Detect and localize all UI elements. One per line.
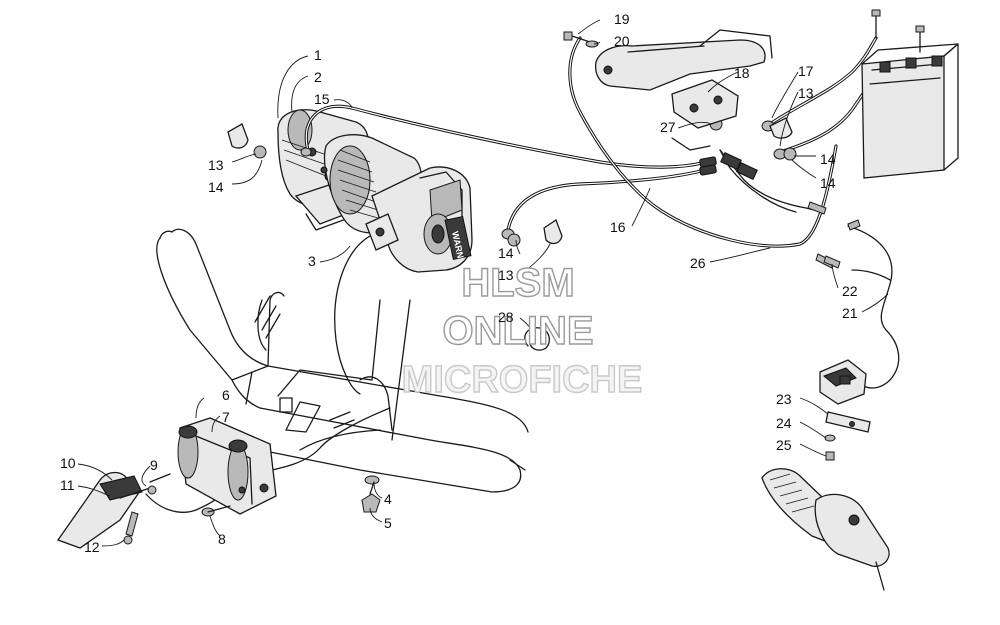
- connector-22: [823, 255, 841, 269]
- callout-11: 11: [60, 477, 75, 493]
- callout-8: 8: [218, 531, 226, 547]
- watermark-line-2: ONLINE: [442, 309, 593, 353]
- callout-24: 24: [776, 415, 792, 431]
- callout-15: 15: [314, 91, 330, 107]
- bolt-8: [201, 505, 231, 517]
- callout-13-mid: 13: [498, 267, 514, 283]
- bolt-20: [563, 31, 591, 43]
- callout-2: 2: [314, 69, 322, 85]
- control-bracket: [177, 417, 277, 515]
- callout-4: 4: [384, 491, 392, 507]
- callout-13-right: 13: [798, 85, 814, 101]
- callout-14-solenoid: 27: [660, 119, 676, 135]
- callout-13-left: 13: [208, 157, 224, 173]
- remote-handle: [56, 471, 171, 549]
- callout-14-mid: 14: [498, 245, 514, 261]
- callout-3: 3: [308, 253, 316, 269]
- watermark-line-3: MICROFICHE: [402, 359, 643, 401]
- callout-1: 1: [314, 47, 322, 63]
- callout-20: 19: [614, 11, 630, 27]
- callout-26: 26: [690, 255, 706, 271]
- callout-22: 22: [842, 283, 858, 299]
- callout-9: 9: [150, 457, 158, 473]
- callout-12: 12: [84, 539, 100, 555]
- bolt-4-5: [361, 475, 381, 513]
- callout-14-left: 14: [208, 179, 224, 195]
- handlebar-switch: [819, 359, 871, 461]
- callout-10: 10: [60, 455, 76, 471]
- callout-14-right: 14: [820, 175, 836, 191]
- callout-numbers: 1 2 15 3 13 14 6 7 9 10 11 12 8 4 5 14 1…: [60, 11, 858, 555]
- handlebar-grip: [761, 468, 890, 591]
- callout-28: 28: [498, 309, 514, 325]
- callout-19: 18: [734, 65, 750, 81]
- winch: WARN: [277, 109, 473, 273]
- callout-5: 5: [384, 515, 392, 531]
- callout-17: 17: [798, 63, 814, 79]
- callout-16: 16: [610, 219, 626, 235]
- battery: [861, 9, 959, 179]
- watermark: HLSM ONLINE MICROFICHE: [401, 260, 643, 401]
- callout-7: 7: [222, 409, 230, 425]
- washer-27: [585, 40, 599, 48]
- callout-27: 20: [614, 33, 630, 49]
- callout-21: 21: [842, 305, 858, 321]
- clamp-28: [524, 327, 551, 351]
- leader-lines: [77, 19, 889, 547]
- terminal-boots: [227, 117, 793, 245]
- callout-25: 25: [776, 437, 792, 453]
- callout-18: 14: [820, 151, 836, 167]
- callout-23: 23: [776, 391, 792, 407]
- watermark-line-1: HLSM: [461, 261, 574, 305]
- callout-6: 6: [222, 387, 230, 403]
- solenoid: [594, 29, 773, 180]
